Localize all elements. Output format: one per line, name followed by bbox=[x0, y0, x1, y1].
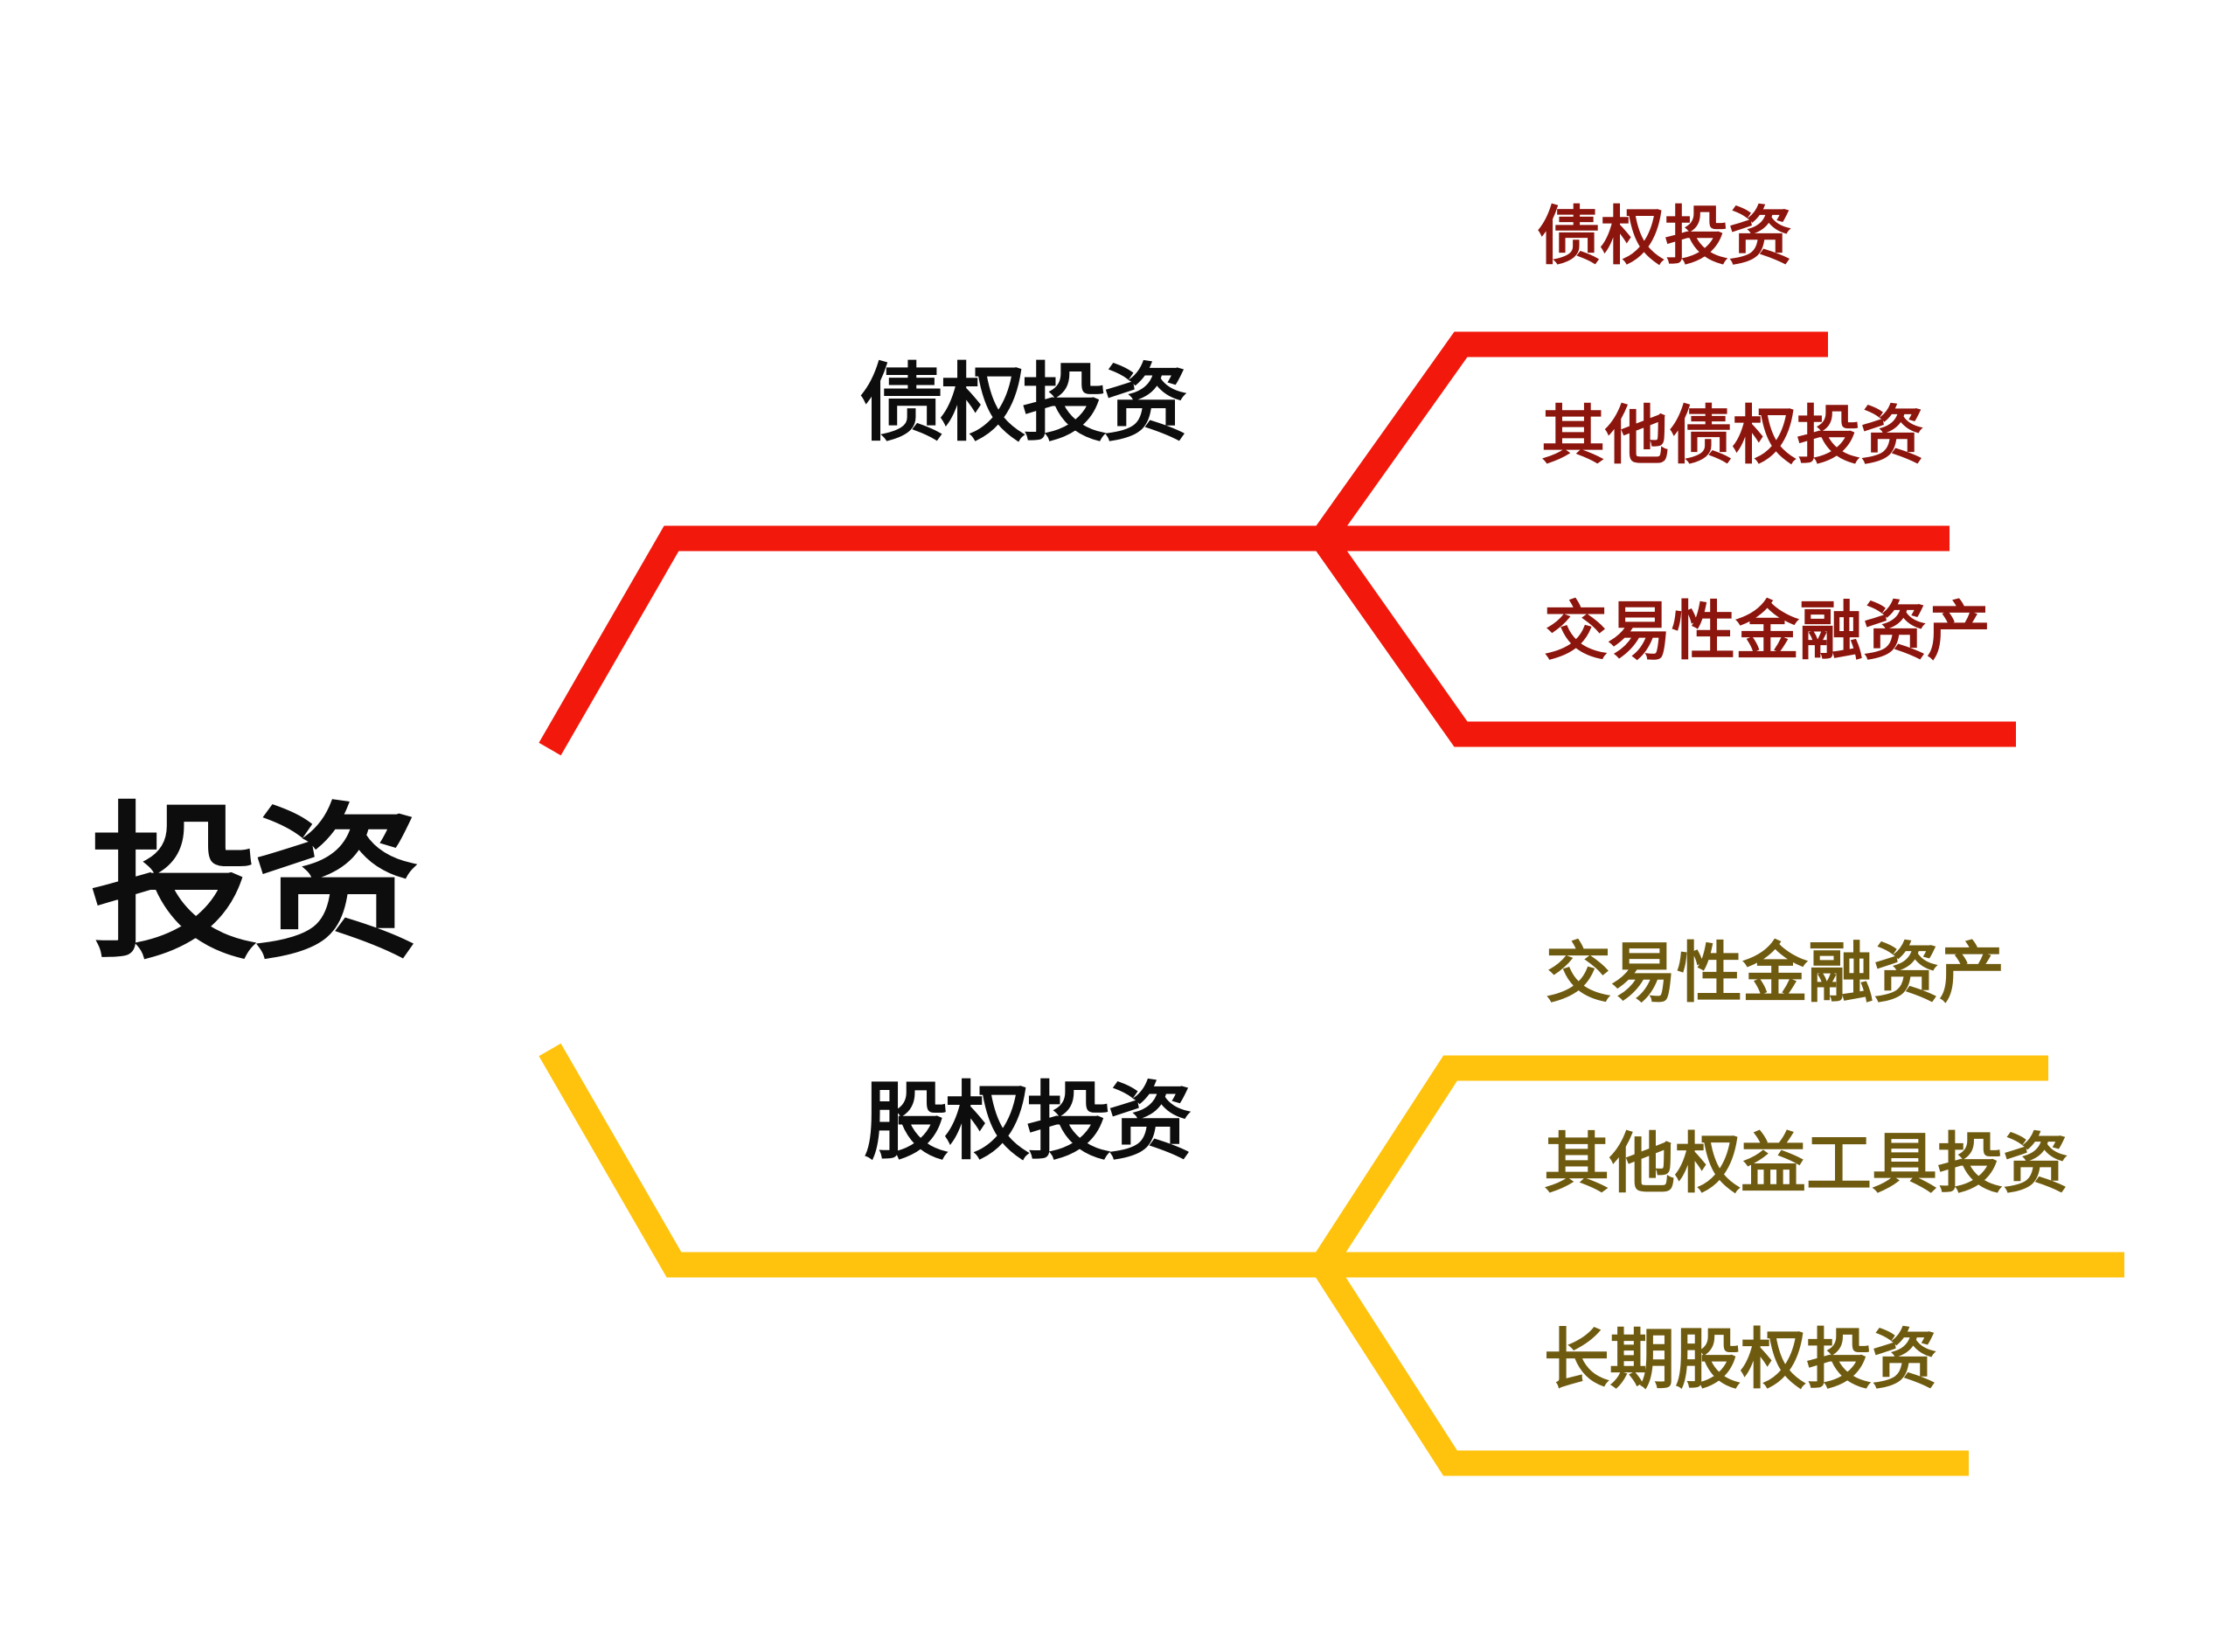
debt-leaf-label-2: 其他债权投资 bbox=[1541, 400, 1924, 471]
equity-child-line-1 bbox=[1311, 1055, 2048, 1272]
equity-branch-label: 股权投资 bbox=[864, 1074, 1192, 1170]
debt-leaf-label-1: 债权投资 bbox=[1537, 201, 1792, 272]
equity-trunk-line bbox=[539, 1043, 2124, 1278]
equity-branch-lines bbox=[539, 1043, 2124, 1476]
debt-child-line-1 bbox=[1312, 331, 1828, 546]
equity-leaf-label-1: 交易性金融资产 bbox=[1546, 936, 2005, 1010]
debt-child-line-3 bbox=[1312, 531, 2016, 747]
equity-leaf-label-2: 其他权益工具投资 bbox=[1544, 1127, 2069, 1200]
root-label: 投资 bbox=[90, 790, 420, 978]
equity-child-line-3 bbox=[1311, 1258, 1969, 1476]
equity-leaf-label-3: 长期股权投资 bbox=[1544, 1322, 1938, 1396]
debt-branch-lines bbox=[539, 331, 2016, 756]
debt-trunk-line bbox=[539, 525, 1950, 756]
debt-branch-label: 债权投资 bbox=[859, 356, 1188, 451]
debt-leaf-label-3: 交易性金融资产 bbox=[1544, 596, 1991, 667]
